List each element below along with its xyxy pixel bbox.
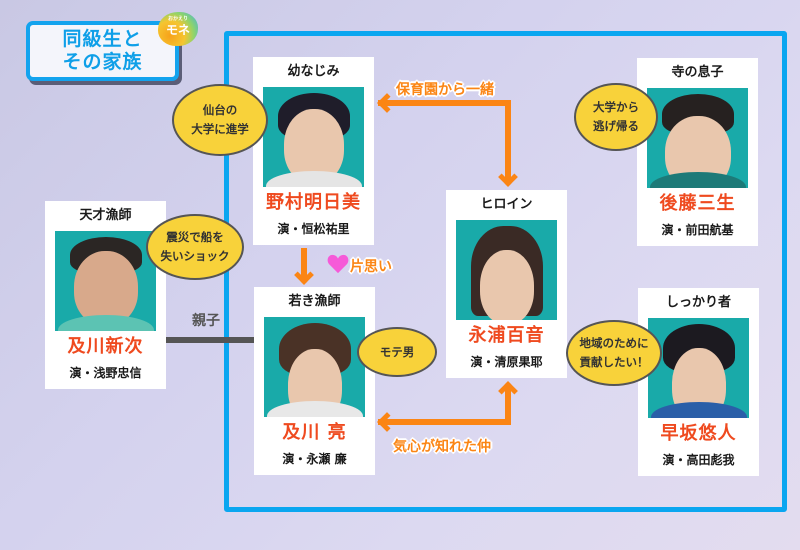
arrow-ryo-mone-v (505, 386, 511, 425)
character-actor: 演・浅野忠信 (69, 366, 142, 380)
arrow-ryo-mone-h (378, 419, 511, 425)
character-card-shinji[interactable]: 天才漁師 及川新次 演・浅野忠信 (45, 201, 166, 389)
character-name: 及川 亮 (282, 422, 347, 443)
character-card-ryo[interactable]: 若き漁師 及川 亮 演・永瀬 廉 (254, 287, 375, 475)
character-role: 天才漁師 (79, 208, 132, 223)
bubble-text: 仙台の 大学に進学 (191, 103, 249, 136)
arrow-asumi-mone-v (505, 100, 511, 182)
speech-bubble-yuto: 地域のために 貢献したい！ (566, 320, 662, 386)
character-name: 永浦百音 (468, 325, 545, 346)
character-card-mitsuo[interactable]: 寺の息子 後藤三生 演・前田航基 (637, 58, 758, 246)
logo-small-text: おかえり (167, 16, 188, 22)
portrait-face (73, 251, 138, 325)
arrow-asumi-mone-h (378, 100, 510, 106)
portrait-body (650, 402, 747, 418)
bubble-text: 震災で船を 失いショック (160, 230, 230, 263)
heart-icon (327, 254, 349, 274)
character-name: 野村明日美 (266, 192, 361, 213)
section-title-badge: 同級生と その家族 (26, 21, 179, 81)
relation-label-ryo-mone: 気心が知れた仲 (393, 439, 491, 455)
parent-child-line (165, 337, 254, 343)
logo-big-text: モネ (165, 23, 190, 37)
portrait-body (57, 315, 154, 331)
character-name: 後藤三生 (659, 193, 736, 214)
character-photo (55, 231, 156, 331)
character-card-asumi[interactable]: 幼なじみ 野村明日美 演・恒松祐里 (253, 57, 374, 245)
character-role: ヒロイン (480, 197, 533, 212)
speech-bubble-shinji: 震災で船を 失いショック (146, 214, 244, 280)
title-line-2: その家族 (62, 51, 143, 73)
character-photo (647, 88, 748, 188)
character-photo (263, 87, 364, 187)
speech-bubble-asumi: 仙台の 大学に進学 (172, 84, 268, 156)
character-photo (264, 317, 365, 417)
portrait-body (266, 401, 363, 417)
character-name: 早坂悠人 (660, 423, 737, 444)
portrait-body (265, 171, 362, 187)
character-actor: 演・高田彪我 (662, 453, 735, 467)
character-photo (456, 220, 557, 320)
speech-bubble-ryo: モテ男 (357, 327, 437, 377)
bubble-text: 大学から 逃げ帰る (593, 100, 639, 133)
character-role: 寺の息子 (671, 65, 724, 80)
character-role: 若き漁師 (288, 294, 341, 309)
bubble-text: 地域のために 貢献したい！ (579, 336, 649, 369)
relation-label-parent-child: 親子 (192, 313, 220, 329)
character-card-mone[interactable]: ヒロイン 永浦百音 演・清原果耶 (446, 190, 567, 378)
character-actor: 演・前田航基 (661, 223, 734, 237)
speech-bubble-mitsuo: 大学から 逃げ帰る (574, 83, 658, 151)
portrait-face (283, 109, 344, 183)
show-logo: おかえり モネ (158, 12, 198, 46)
character-card-yuto[interactable]: しっかり者 早坂悠人 演・高田彪我 (638, 288, 759, 476)
relation-label-asumi-ryo: 片思い (350, 259, 392, 275)
character-photo (648, 318, 749, 418)
character-role: 幼なじみ (287, 64, 340, 79)
arrow-asumi-ryo (301, 248, 307, 280)
bubble-text: モテ男 (379, 344, 415, 359)
character-role: しっかり者 (665, 295, 731, 310)
relation-label-asumi-mone: 保育園から一緒 (396, 82, 494, 98)
portrait-body (649, 172, 746, 188)
portrait-face (479, 250, 534, 320)
character-actor: 演・恒松祐里 (277, 222, 350, 236)
character-actor: 演・清原果耶 (470, 355, 543, 369)
character-name: 及川新次 (67, 336, 144, 357)
character-actor: 演・永瀬 廉 (282, 452, 347, 466)
title-line-1: 同級生と (62, 28, 143, 50)
